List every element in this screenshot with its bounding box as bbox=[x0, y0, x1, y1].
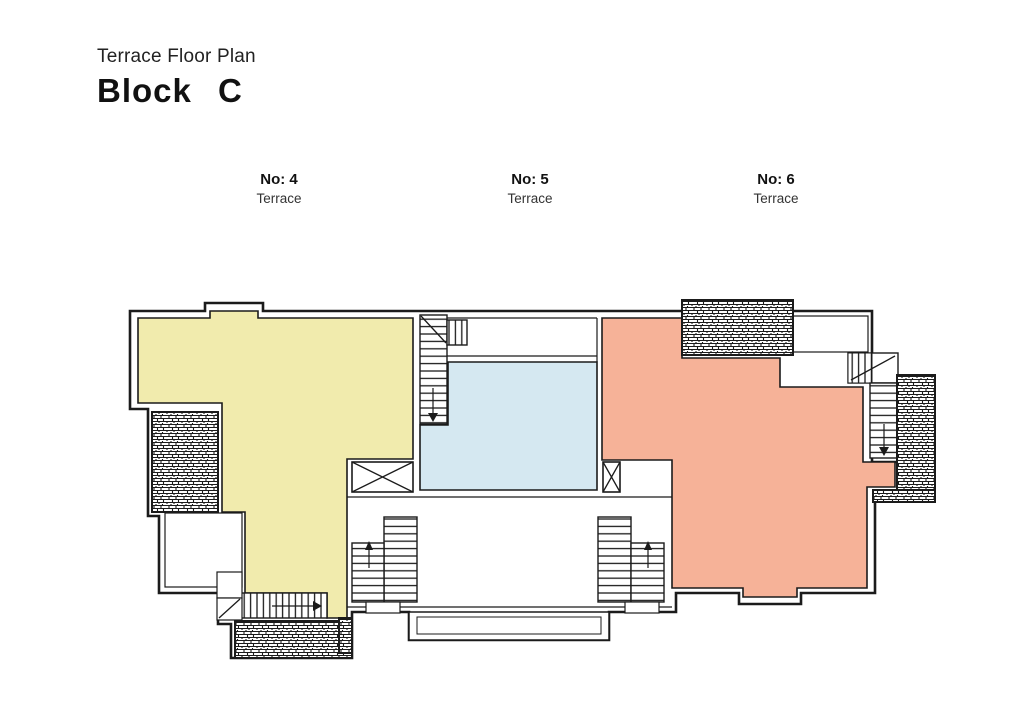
shaft-right bbox=[602, 461, 621, 493]
roof-hatch-right-small bbox=[872, 489, 936, 503]
unit-4-number: No: 4 bbox=[260, 171, 298, 188]
plan-subtitle: Terrace Floor Plan bbox=[97, 46, 256, 67]
roof-hatch-top bbox=[681, 299, 794, 356]
stairs-unit5-entry bbox=[419, 314, 468, 425]
plan-title: Block C bbox=[97, 72, 243, 109]
direction-arrow bbox=[879, 447, 889, 456]
interior-walls bbox=[347, 317, 672, 608]
balcony-strip-bottom bbox=[408, 611, 610, 641]
unit-6-number: No: 6 bbox=[757, 171, 795, 188]
roof-hatch-right bbox=[896, 374, 936, 501]
roof-void-top-right bbox=[792, 315, 869, 353]
unit-4-label: No: 4 Terrace bbox=[219, 171, 339, 206]
direction-arrow bbox=[365, 541, 373, 550]
shaft-left bbox=[351, 461, 414, 493]
unit-6-label: No: 6 Terrace bbox=[716, 171, 836, 206]
unit-4-type: Terrace bbox=[256, 191, 302, 206]
unit-6-area bbox=[601, 317, 896, 598]
unit-5-number: No: 5 bbox=[511, 171, 549, 188]
unit-6-type: Terrace bbox=[753, 191, 799, 206]
unit-5-type: Terrace bbox=[507, 191, 553, 206]
stairs-unit6-entry bbox=[847, 352, 899, 459]
header: Terrace Floor Plan Block C bbox=[97, 46, 256, 110]
unit-5-area bbox=[419, 361, 598, 491]
roof-hatch-courtyard-corner bbox=[338, 617, 353, 654]
unit-areas bbox=[137, 310, 896, 619]
unit-5-label: No: 5 Terrace bbox=[470, 171, 590, 206]
roof-hatch-bottom-left bbox=[234, 620, 353, 659]
terrace-ladder-stairs bbox=[216, 571, 328, 621]
direction-arrow bbox=[428, 413, 438, 422]
roof-hatch-left bbox=[151, 411, 219, 513]
direction-arrow bbox=[644, 541, 652, 550]
courtyard-stairs-left bbox=[351, 516, 418, 614]
courtyard-stairs-right bbox=[597, 516, 665, 614]
roof-hatches bbox=[151, 299, 936, 659]
direction-arrow bbox=[313, 601, 322, 611]
